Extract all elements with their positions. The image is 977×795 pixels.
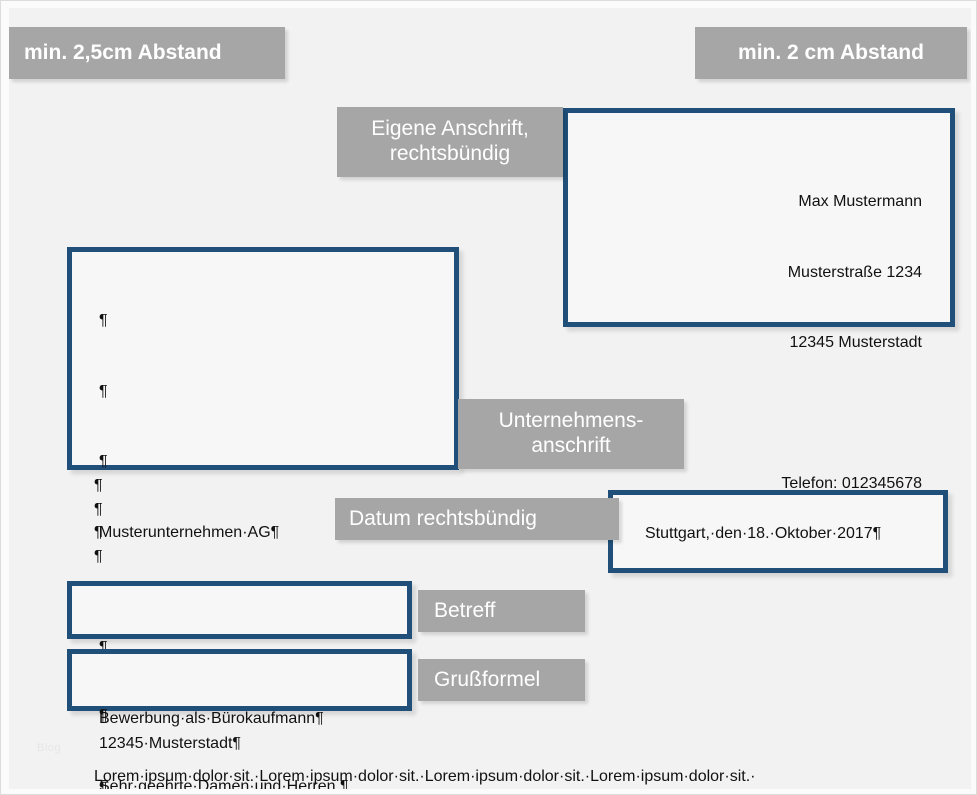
own-address-line: Max Mustermann <box>798 193 922 210</box>
salutation-line: Sehr·geehrte·Damen·und·Herren,¶ <box>99 777 349 795</box>
callout-company-address-line2: anschrift <box>531 434 611 457</box>
pilcrow-marks-before-subject: ¶ <box>94 545 103 569</box>
watermark-logo: Blog <box>37 742 62 754</box>
callout-right-margin: min. 2 cm Abstand <box>695 27 967 79</box>
callout-own-address-line2: rechtsbündig <box>389 142 511 165</box>
company-address-line: Musterunternehmen·AG¶ <box>99 523 280 541</box>
box-company-address: ¶ ¶ ¶ Musterunternehmen·AG¶ z.Hd.·Frau·M… <box>67 247 459 752</box>
box-date: Stuttgart,·den·18.·Oktober·2017¶ <box>608 490 948 573</box>
salutation-text: ¶ Sehr·geehrte·Damen·und·Herren,¶ ¶ <box>99 657 349 795</box>
callout-own-address: Eigene Anschrift, rechtsbündig <box>337 107 563 177</box>
company-address-line: ¶ <box>99 453 108 470</box>
callout-own-address-line1: Eigene Anschrift, <box>371 117 529 141</box>
own-address-line: 12345 Musterstadt <box>789 334 922 351</box>
date-text: Stuttgart,·den·18.·Oktober·2017¶ <box>645 525 882 542</box>
callout-left-margin: min. 2,5cm Abstand <box>9 27 285 79</box>
callout-salutation: Grußformel <box>418 659 585 701</box>
own-address-line: Telefon: 012345678 <box>781 475 922 492</box>
pilcrow-mark: ¶ <box>94 477 103 494</box>
body-line: Lorem·ipsum·dolor·sit.·Lorem·ipsum·dolor… <box>94 768 756 785</box>
callout-company-address: Unternehmens- anschrift <box>458 399 684 469</box>
box-subject: ¶ Bewerbung·als·Bürokaufmann¶ ¶ <box>67 581 412 794</box>
salutation-line: ¶ <box>99 707 108 724</box>
pilcrow-marks-between-address-and-date: ¶ ¶ ¶ <box>94 474 103 545</box>
company-address-line: ¶ <box>99 312 108 329</box>
subject-line: ¶ <box>99 780 108 795</box>
company-address-line: ¶ <box>99 382 108 400</box>
company-address-line: 12345·Musterstadt¶ <box>99 735 241 752</box>
callout-subject: Betreff <box>418 590 585 632</box>
callout-salutation-label: Grußformel <box>434 667 541 691</box>
body-text: Lorem·ipsum·dolor·sit.·Lorem·ipsum·dolor… <box>94 718 756 794</box>
callout-date: Datum rechtsbündig <box>335 498 619 540</box>
own-address-line <box>714 402 922 426</box>
pilcrow-mark: ¶ <box>94 500 103 518</box>
subject-line: ¶ <box>99 639 108 656</box>
subject-text: ¶ Bewerbung·als·Bürokaufmann¶ ¶ <box>99 589 324 795</box>
pilcrow-mark: ¶ <box>94 524 103 541</box>
subject-line: Bewerbung·als·Bürokaufmann¶ <box>99 709 324 727</box>
pilcrow-mark: ¶ <box>94 548 103 565</box>
callout-left-margin-label: min. 2,5cm Abstand <box>24 40 222 64</box>
own-address-line: Musterstraße 1234 <box>787 263 922 281</box>
callout-date-label: Datum rechtsbündig <box>349 506 537 530</box>
callout-company-address-line1: Unternehmens- <box>498 409 644 433</box>
callout-subject-label: Betreff <box>434 598 496 622</box>
box-salutation: ¶ Sehr·geehrte·Damen·und·Herren,¶ ¶ <box>67 649 412 794</box>
box-own-address: Max Mustermann Musterstraße 1234 12345 M… <box>563 108 955 563</box>
callout-right-margin-label: min. 2 cm Abstand <box>738 40 924 64</box>
